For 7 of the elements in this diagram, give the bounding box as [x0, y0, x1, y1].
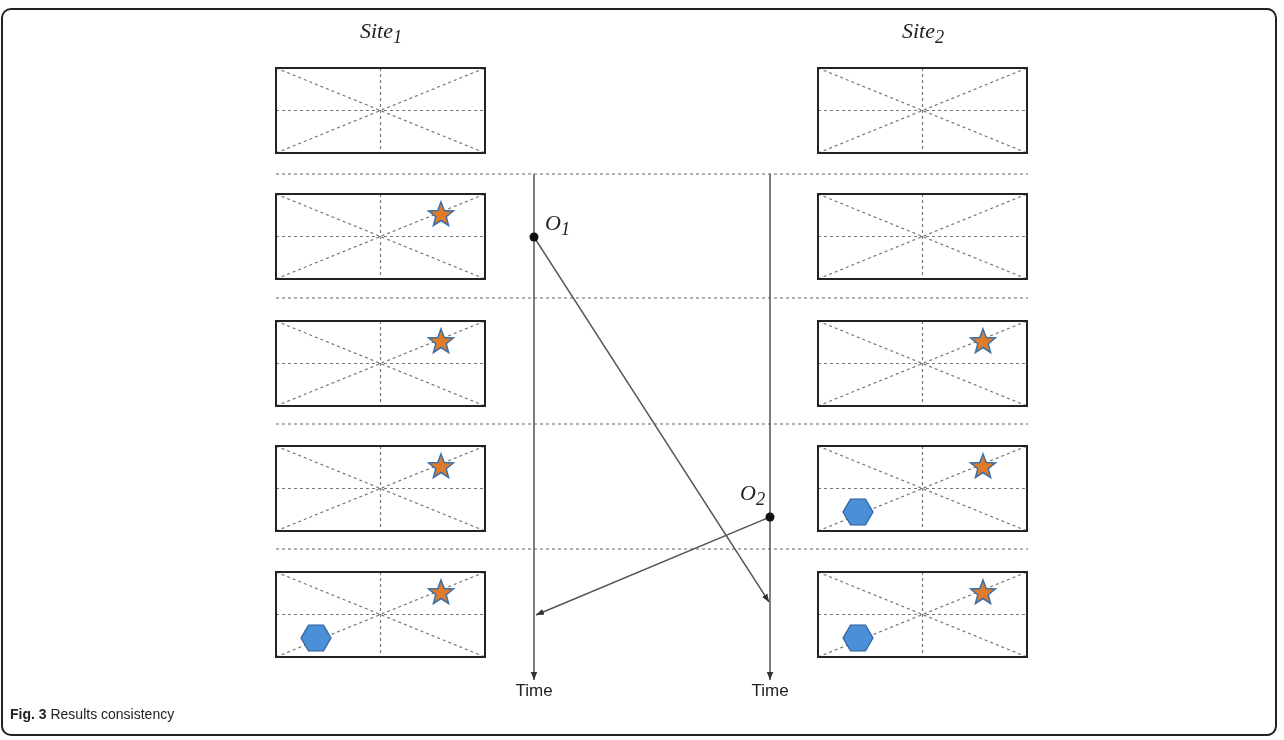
figure-caption: Fig. 3 Results consistency — [10, 706, 175, 722]
event-label: O$_{2}$ — [740, 480, 766, 511]
axis-label: Time — [515, 681, 553, 701]
site-title: Site$_{1}$ — [360, 18, 403, 49]
axis-label: Time — [751, 681, 789, 701]
site-title: Site$_{2}$ — [902, 18, 945, 49]
event-label: O$_{1}$ — [545, 210, 571, 241]
